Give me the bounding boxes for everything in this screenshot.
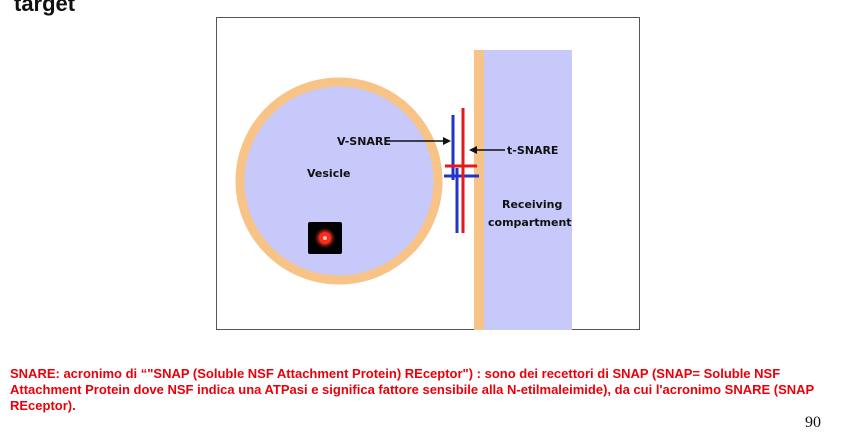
vesicle-label: Vesicle bbox=[307, 167, 350, 180]
t-snare-arrowhead bbox=[469, 146, 477, 154]
caption-text: SNARE: acronimo di “"SNAP (Soluble NSF A… bbox=[10, 366, 814, 413]
slide-title: target bbox=[14, 0, 76, 16]
target-membrane bbox=[474, 50, 484, 330]
snare-diagram-svg: V-SNARE t-SNARE Vesicle Receiving compar… bbox=[235, 50, 572, 330]
v-snare-label: V-SNARE bbox=[337, 135, 391, 148]
page-number: 90 bbox=[805, 414, 821, 431]
receiving-label-line1: Receiving bbox=[502, 198, 562, 211]
v-snare-arrowhead bbox=[443, 137, 451, 145]
receiving-label-line2: compartment bbox=[488, 216, 572, 229]
vesicle bbox=[235, 77, 443, 285]
record-button[interactable] bbox=[308, 222, 342, 254]
snare-diagram: V-SNARE t-SNARE Vesicle Receiving compar… bbox=[216, 17, 640, 330]
t-snare-label: t-SNARE bbox=[507, 144, 558, 157]
receiving-compartment bbox=[484, 50, 572, 330]
record-icon bbox=[319, 232, 331, 244]
